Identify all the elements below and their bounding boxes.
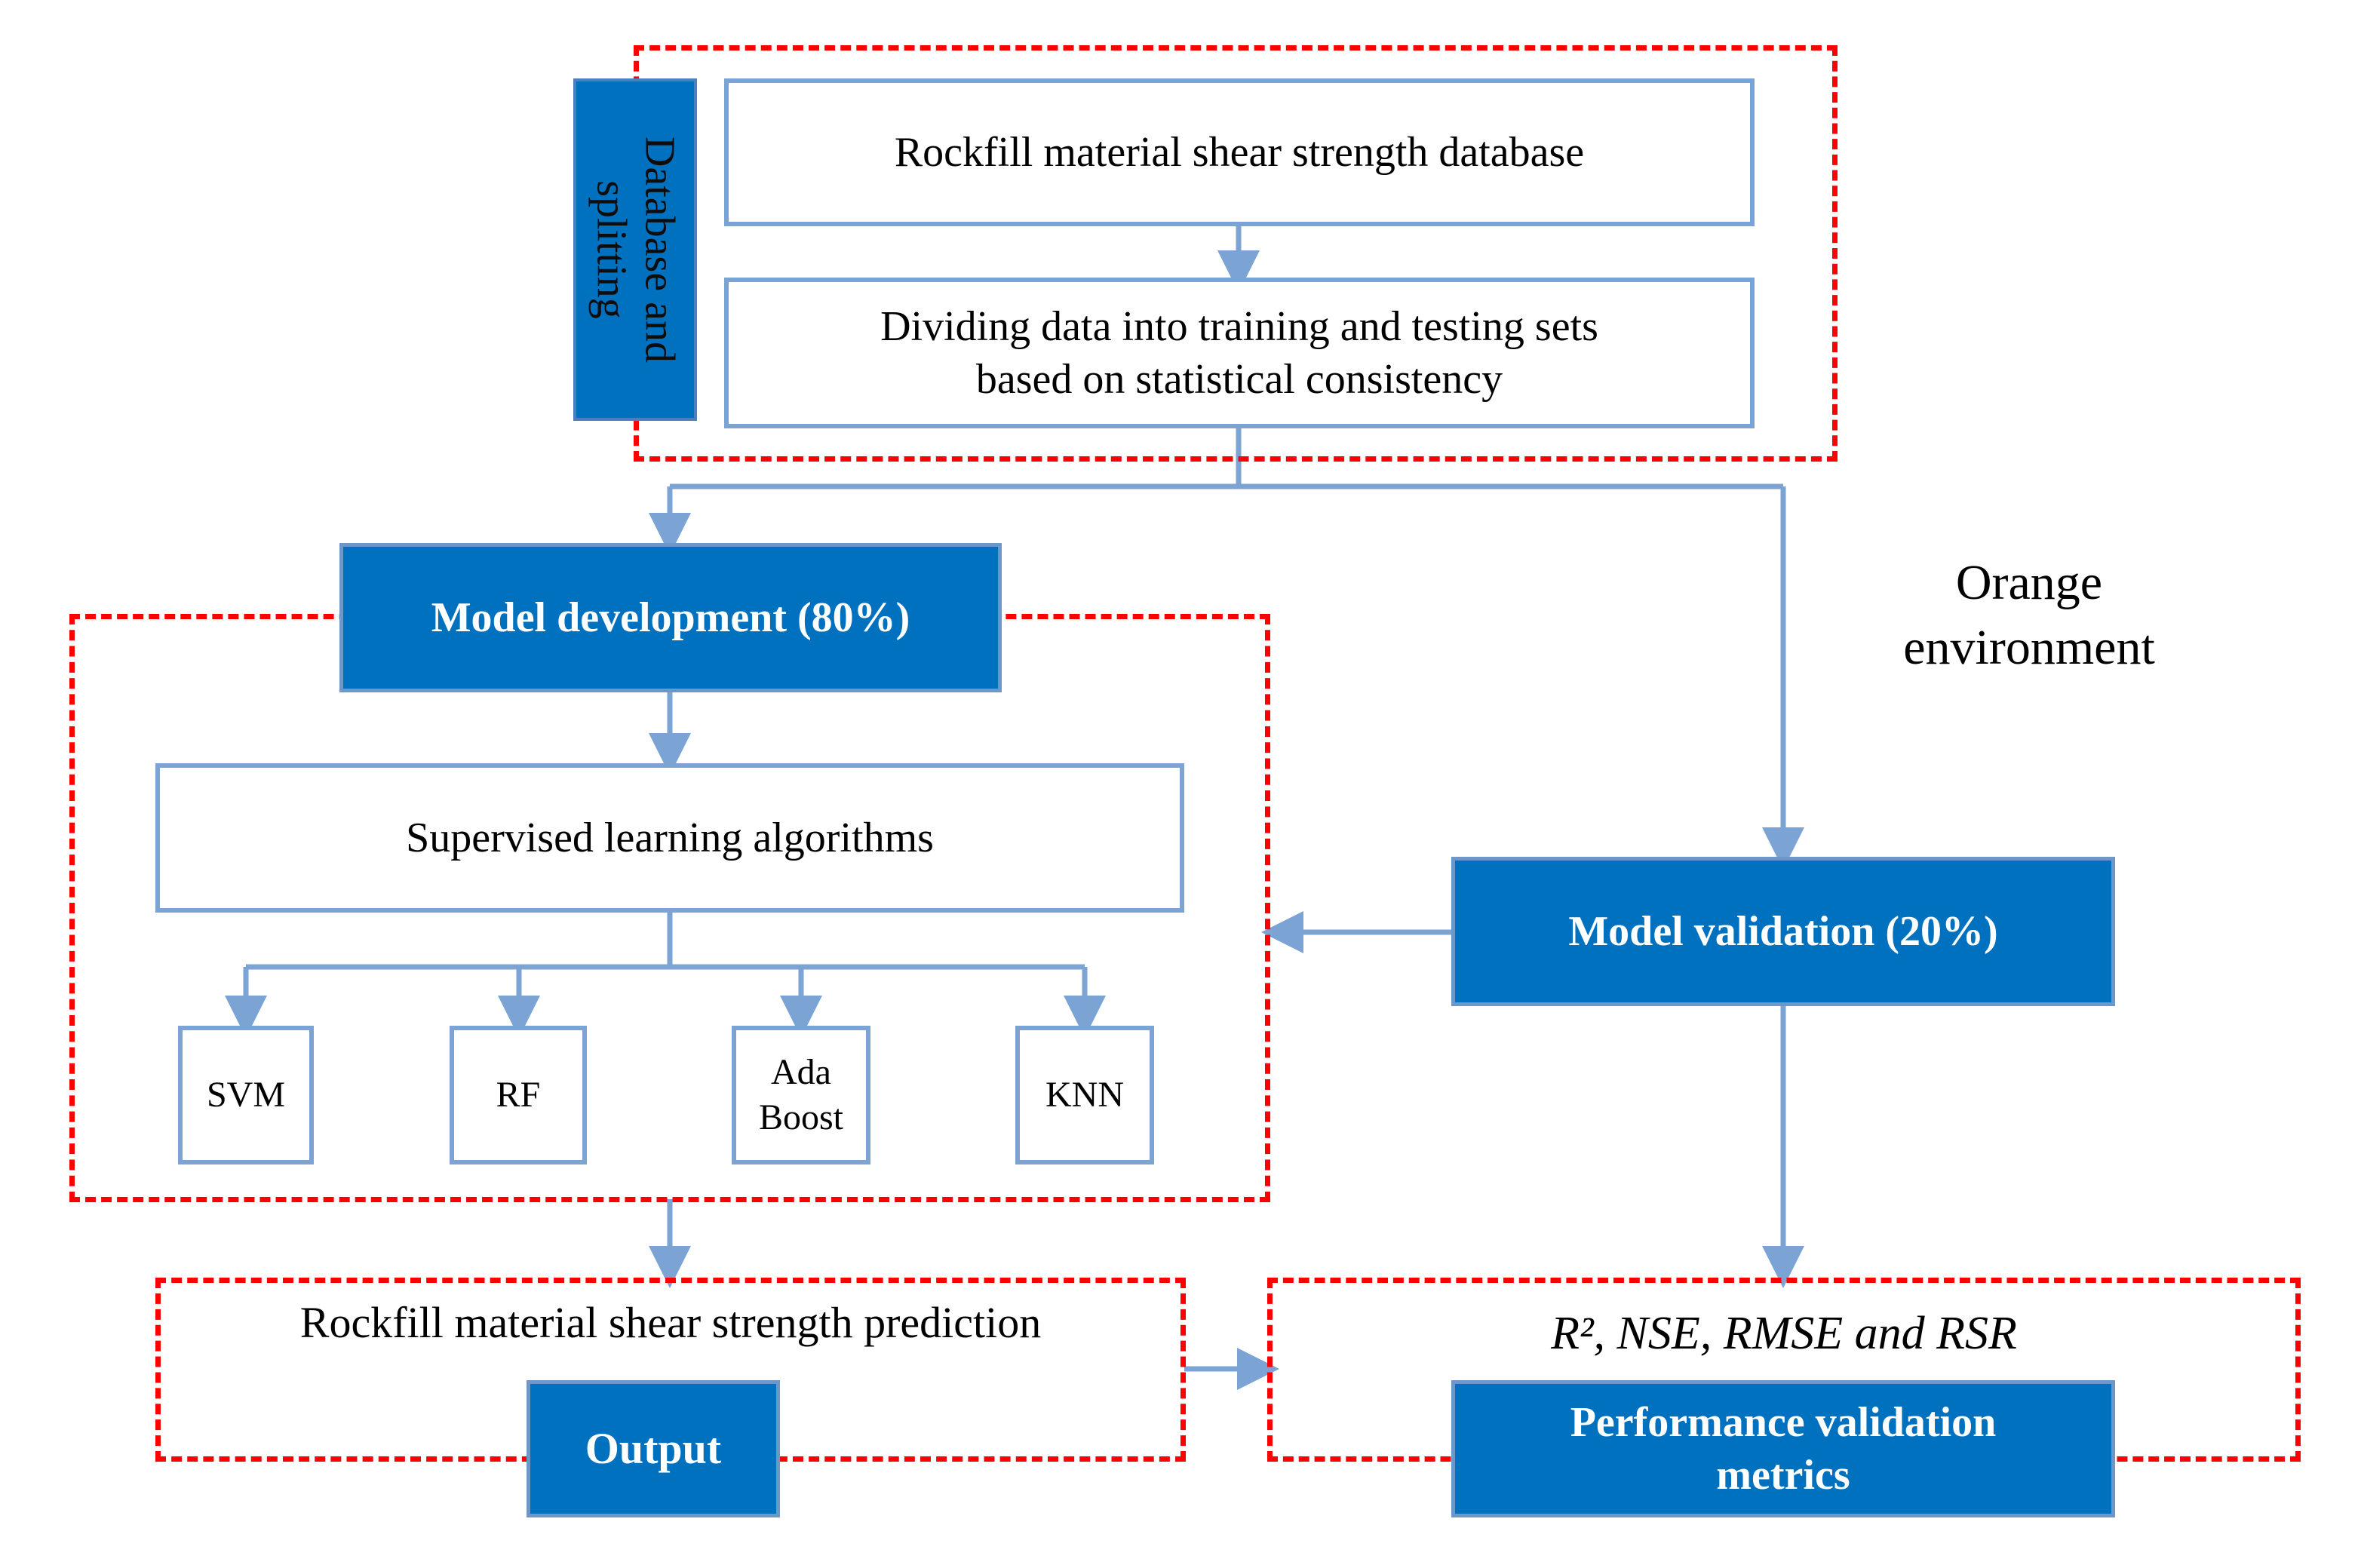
output-box: Output xyxy=(527,1380,780,1517)
performance-metrics-line-2: metrics xyxy=(1716,1452,1850,1499)
svm-text: SVM xyxy=(206,1075,286,1115)
svm-box: SVM xyxy=(178,1026,314,1164)
model-development-text: Model development (80%) xyxy=(431,594,910,641)
database-box-text: Rockfill material shear strength databas… xyxy=(894,129,1585,176)
data-split-box: Dividing data into training and testing … xyxy=(724,278,1755,428)
adaboost-box: Ada Boost xyxy=(732,1026,870,1164)
orange-environment-label: Orange environment xyxy=(1833,551,2225,680)
knn-text: KNN xyxy=(1045,1075,1124,1115)
metrics-list-label: R², NSE, RMSE and RSR xyxy=(1551,1308,2017,1359)
rf-box: RF xyxy=(450,1026,587,1164)
model-development-box: Model development (80%) xyxy=(339,543,1002,692)
database-splitting-label: Database and splitting xyxy=(573,78,697,421)
data-split-line-2: based on statistical consistency xyxy=(975,356,1503,403)
rf-text: RF xyxy=(496,1075,541,1115)
adaboost-line-1: Ada xyxy=(771,1052,831,1092)
database-box: Rockfill material shear strength databas… xyxy=(724,78,1755,226)
orange-environment-line-2: environment xyxy=(1903,619,2155,675)
data-split-line-1: Dividing data into training and testing … xyxy=(880,303,1598,350)
performance-metrics-box: Performance validation metrics xyxy=(1451,1380,2115,1517)
database-splitting-text: Database and splitting xyxy=(588,136,683,364)
model-validation-text: Model validation (20%) xyxy=(1568,908,1998,955)
output-text: Output xyxy=(585,1423,722,1473)
adaboost-line-2: Boost xyxy=(758,1097,844,1137)
knn-box: KNN xyxy=(1015,1026,1154,1164)
supervised-learning-box: Supervised learning algorithms xyxy=(155,763,1184,913)
performance-metrics-line-1: Performance validation xyxy=(1570,1399,1997,1446)
prediction-label: Rockfill material shear strength predict… xyxy=(299,1298,1042,1347)
supervised-learning-text: Supervised learning algorithms xyxy=(406,815,934,861)
model-validation-box: Model validation (20%) xyxy=(1451,857,2115,1006)
orange-environment-line-1: Orange xyxy=(1955,555,2103,610)
